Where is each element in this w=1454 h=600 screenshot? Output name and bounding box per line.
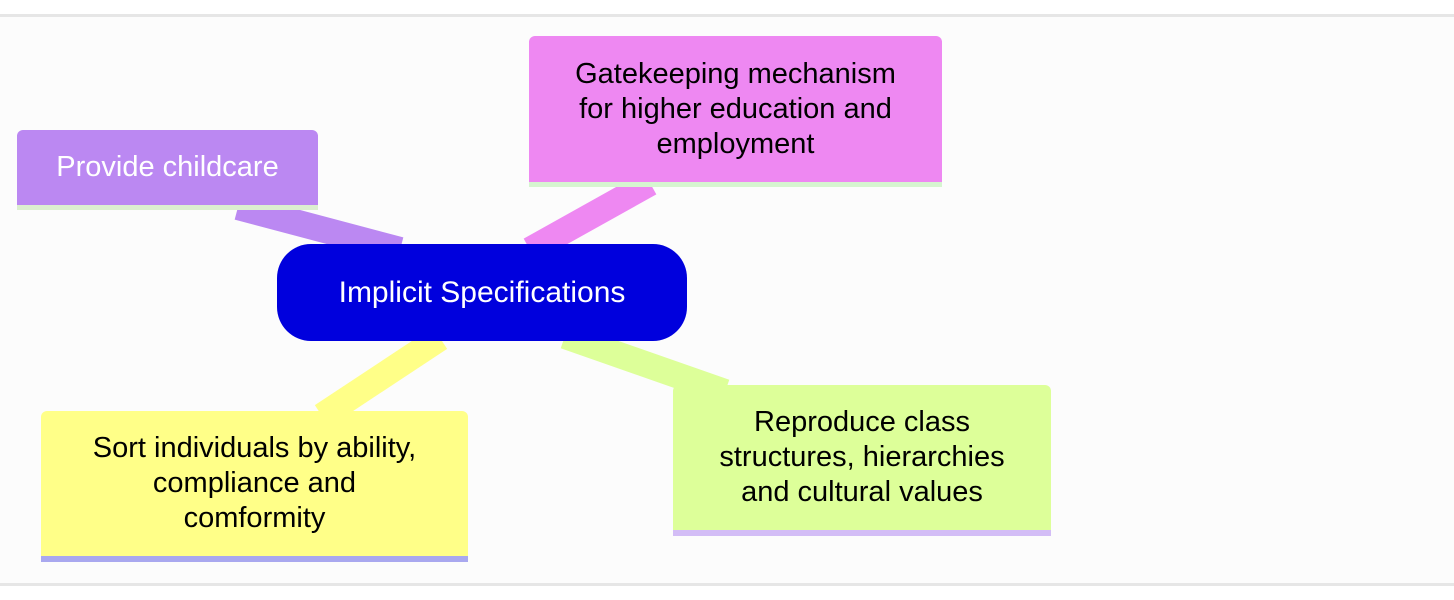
root-label: Implicit Specifications [338,276,626,309]
node-line: Sort individuals by ability, [92,432,417,464]
node-line: compliance and [152,467,357,499]
node-line: Reproduce class [754,406,970,438]
node-line: Gatekeeping mechanism [575,57,896,90]
node-line: for higher education and [579,92,892,125]
connector-gatekeeping [523,171,657,262]
node-line: structures, hierarchies [719,441,1005,473]
node-sort-individuals[interactable]: Sort individuals by ability, compliance … [41,411,468,562]
node-line: employment [656,127,815,160]
connector-childcare [234,194,404,263]
node-line: comformity [183,502,326,534]
node-provide-childcare[interactable]: Provide childcare [17,130,318,210]
node-line: Provide childcare [56,151,279,183]
node-reproduce-class-structures[interactable]: Reproduce class structures, hierarchies … [673,385,1051,536]
root-node-implicit-specifications[interactable]: Implicit Specifications [277,244,687,341]
connector-sort [314,327,448,427]
node-line: and cultural values [741,476,983,508]
node-gatekeeping-mechanism[interactable]: Gatekeeping mechanism for higher educati… [529,36,942,187]
connector-reproduce [560,323,730,405]
